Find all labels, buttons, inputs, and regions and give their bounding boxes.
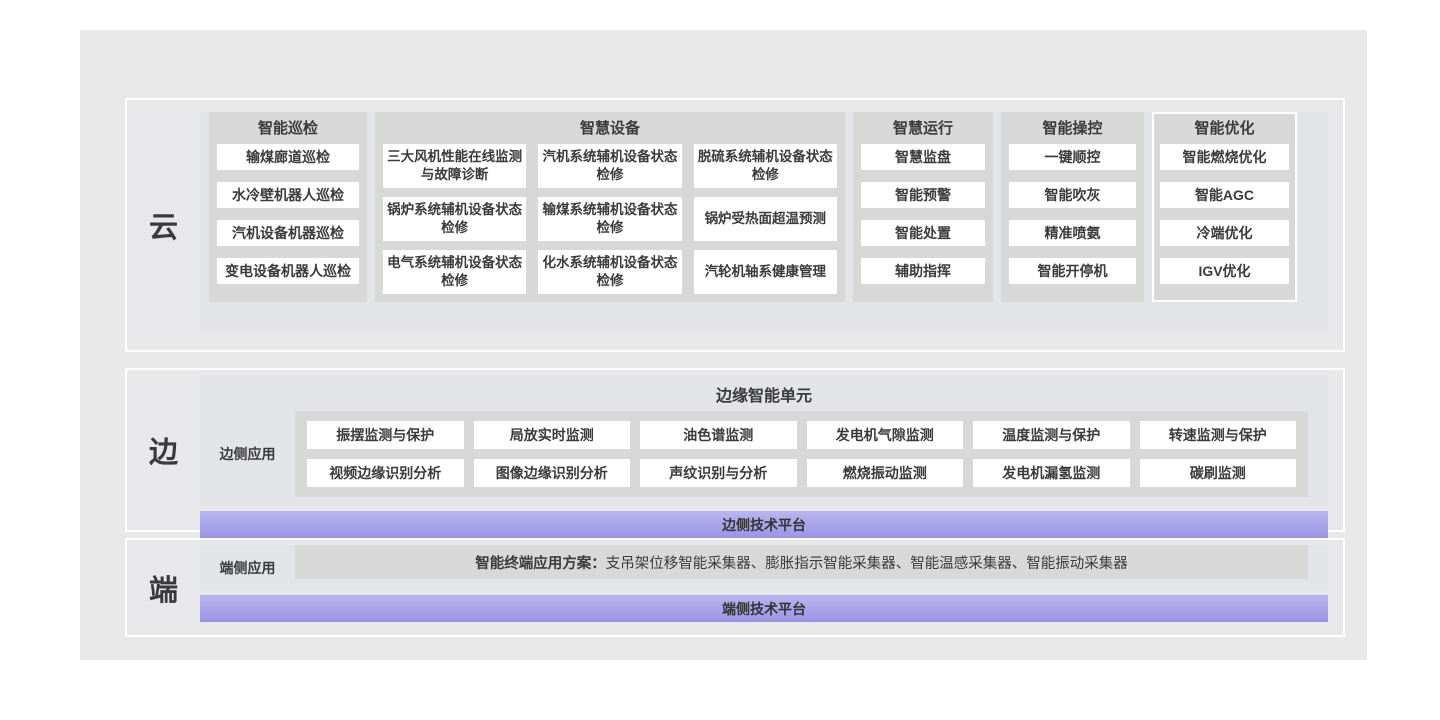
edge-inner-background: 边缘智能单元 边侧应用 振摆监测与保护 局放实时监测 油色谱监测 发电机气隙监测… [200, 375, 1328, 507]
edge-item: 转速监测与保护 [1139, 421, 1296, 449]
terminal-label: 端 [148, 574, 178, 607]
terminal-section: 端 端侧应用 智能终端应用方案：支吊架位移智能采集器、膨胀指示智能采集器、智能温… [125, 538, 1345, 637]
cloud-item: 汽机设备机器巡检 [217, 220, 359, 246]
cloud-item: 汽轮机轴系健康管理 [693, 250, 837, 294]
column-items: 一键顺控 智能吹灰 精准喷氨 智能开停机 [1009, 144, 1136, 294]
cloud-item: 冷端优化 [1160, 220, 1289, 246]
edge-label: 边 [148, 437, 178, 469]
cloud-item: 智能燃烧优化 [1160, 144, 1289, 170]
terminal-side-app-label: 端侧应用 [219, 560, 276, 576]
cloud-item: 汽机系统辅机设备状态检修 [538, 144, 682, 188]
cloud-item: 辅助指挥 [861, 258, 985, 284]
terminal-content: 端侧应用 智能终端应用方案：支吊架位移智能采集器、膨胀指示智能采集器、智能温感采… [200, 540, 1328, 635]
edge-item: 碳刷监测 [1139, 459, 1296, 487]
edge-item: 燃烧振动监测 [806, 459, 963, 487]
edge-item: 振摆监测与保护 [307, 421, 464, 449]
cloud-item: 精准喷氨 [1009, 220, 1136, 246]
cloud-columns: 智能巡检 输煤廊道巡检 水冷壁机器人巡检 汽机设备机器巡检 变电设备机器人巡检 … [209, 112, 1328, 302]
cloud-item: 化水系统辅机设备状态检修 [538, 250, 682, 294]
column-items: 输煤廊道巡检 水冷壁机器人巡检 汽机设备机器巡检 变电设备机器人巡检 [217, 144, 359, 294]
cloud-item: 智能预警 [861, 182, 985, 208]
terminal-solution-bar: 智能终端应用方案：支吊架位移智能采集器、膨胀指示智能采集器、智能温感采集器、智能… [295, 545, 1308, 579]
edge-unit-title: 边缘智能单元 [715, 388, 812, 405]
column-smart-equipment: 智慧设备 三大风机性能在线监测与故障诊断 汽机系统辅机设备状态检修 脱硫系统辅机… [375, 112, 845, 302]
edge-item: 视频边缘识别分析 [307, 459, 464, 487]
edge-item: 声纹识别与分析 [640, 459, 797, 487]
column-header: 智慧设备 [579, 120, 640, 137]
edge-item: 发电机气隙监测 [806, 421, 963, 449]
terminal-platform-bar: 端侧技术平台 [200, 595, 1328, 622]
column-items-grid: 三大风机性能在线监测与故障诊断 汽机系统辅机设备状态检修 脱硫系统辅机设备状态检… [383, 144, 837, 294]
cloud-item: 三大风机性能在线监测与故障诊断 [383, 144, 527, 188]
column-header: 智能优化 [1194, 120, 1255, 137]
cloud-item: 锅炉系统辅机设备状态检修 [383, 197, 527, 241]
edge-item: 油色谱监测 [640, 421, 797, 449]
cloud-label: 云 [148, 212, 178, 244]
edge-section: 边 边缘智能单元 边侧应用 振摆监测与保护 局放实时监测 油色谱监测 发电机气隙… [125, 368, 1345, 538]
cloud-item: 变电设备机器人巡检 [217, 258, 359, 284]
column-smart-operation: 智慧运行 智慧监盘 智能预警 智能处置 辅助指挥 [853, 112, 993, 302]
cloud-section: 云 智能巡检 输煤廊道巡检 水冷壁机器人巡检 汽机设备机器巡检 变电设备机器人巡… [125, 98, 1345, 352]
edge-side-app-label: 边侧应用 [219, 446, 276, 462]
cloud-item: 电气系统辅机设备状态检修 [383, 250, 527, 294]
cloud-item: 智慧监盘 [861, 144, 985, 170]
cloud-item: 输煤廊道巡检 [217, 144, 359, 170]
edge-items-container: 振摆监测与保护 局放实时监测 油色谱监测 发电机气隙监测 温度监测与保护 转速监… [295, 411, 1308, 497]
architecture-panel: 云 智能巡检 输煤廊道巡检 水冷壁机器人巡检 汽机设备机器巡检 变电设备机器人巡… [80, 30, 1367, 660]
column-header: 智能巡检 [257, 120, 318, 137]
edge-item: 图像边缘识别分析 [473, 459, 630, 487]
cloud-item: 智能AGC [1160, 182, 1289, 208]
edge-platform-bar: 边侧技术平台 [200, 511, 1328, 538]
edge-items-row-1: 振摆监测与保护 局放实时监测 油色谱监测 发电机气隙监测 温度监测与保护 转速监… [307, 421, 1296, 449]
terminal-solution-text: 支吊架位移智能采集器、膨胀指示智能采集器、智能温感采集器、智能振动采集器 [605, 555, 1128, 572]
cloud-item: 智能吹灰 [1009, 182, 1136, 208]
column-header: 智慧运行 [892, 120, 953, 137]
cloud-item: 智能处置 [861, 220, 985, 246]
column-items: 智慧监盘 智能预警 智能处置 辅助指挥 [861, 144, 985, 294]
edge-items-row-2: 视频边缘识别分析 图像边缘识别分析 声纹识别与分析 燃烧振动监测 发电机漏氢监测… [307, 459, 1296, 487]
edge-item: 局放实时监测 [473, 421, 630, 449]
cloud-item: 脱硫系统辅机设备状态检修 [693, 144, 837, 188]
edge-item: 发电机漏氢监测 [973, 459, 1130, 487]
column-smart-inspection: 智能巡检 输煤廊道巡检 水冷壁机器人巡检 汽机设备机器巡检 变电设备机器人巡检 [209, 112, 367, 302]
cloud-item: 智能开停机 [1009, 258, 1136, 284]
edge-item: 温度监测与保护 [973, 421, 1130, 449]
cloud-item: 锅炉受热面超温预测 [693, 197, 837, 241]
column-items: 智能燃烧优化 智能AGC 冷端优化 IGV优化 [1160, 144, 1289, 294]
column-smart-optimization: 智能优化 智能燃烧优化 智能AGC 冷端优化 IGV优化 [1152, 112, 1297, 302]
cloud-inner-background: 智能巡检 输煤廊道巡检 水冷壁机器人巡检 汽机设备机器巡检 变电设备机器人巡检 … [200, 112, 1328, 330]
cloud-content: 智能巡检 输煤廊道巡检 水冷壁机器人巡检 汽机设备机器巡检 变电设备机器人巡检 … [200, 100, 1328, 350]
edge-content: 边缘智能单元 边侧应用 振摆监测与保护 局放实时监测 油色谱监测 发电机气隙监测… [200, 370, 1328, 538]
cloud-item: 一键顺控 [1009, 144, 1136, 170]
column-header: 智能操控 [1042, 120, 1103, 137]
terminal-solution-prefix: 智能终端应用方案： [475, 555, 606, 572]
cloud-item: 输煤系统辅机设备状态检修 [538, 197, 682, 241]
terminal-inner-background: 端侧应用 智能终端应用方案：支吊架位移智能采集器、膨胀指示智能采集器、智能温感采… [200, 545, 1328, 591]
edge-row: 边侧应用 振摆监测与保护 局放实时监测 油色谱监测 发电机气隙监测 温度监测与保… [200, 411, 1328, 497]
cloud-item: 水冷壁机器人巡检 [217, 182, 359, 208]
cloud-item: IGV优化 [1160, 258, 1289, 284]
column-smart-control: 智能操控 一键顺控 智能吹灰 精准喷氨 智能开停机 [1001, 112, 1144, 302]
